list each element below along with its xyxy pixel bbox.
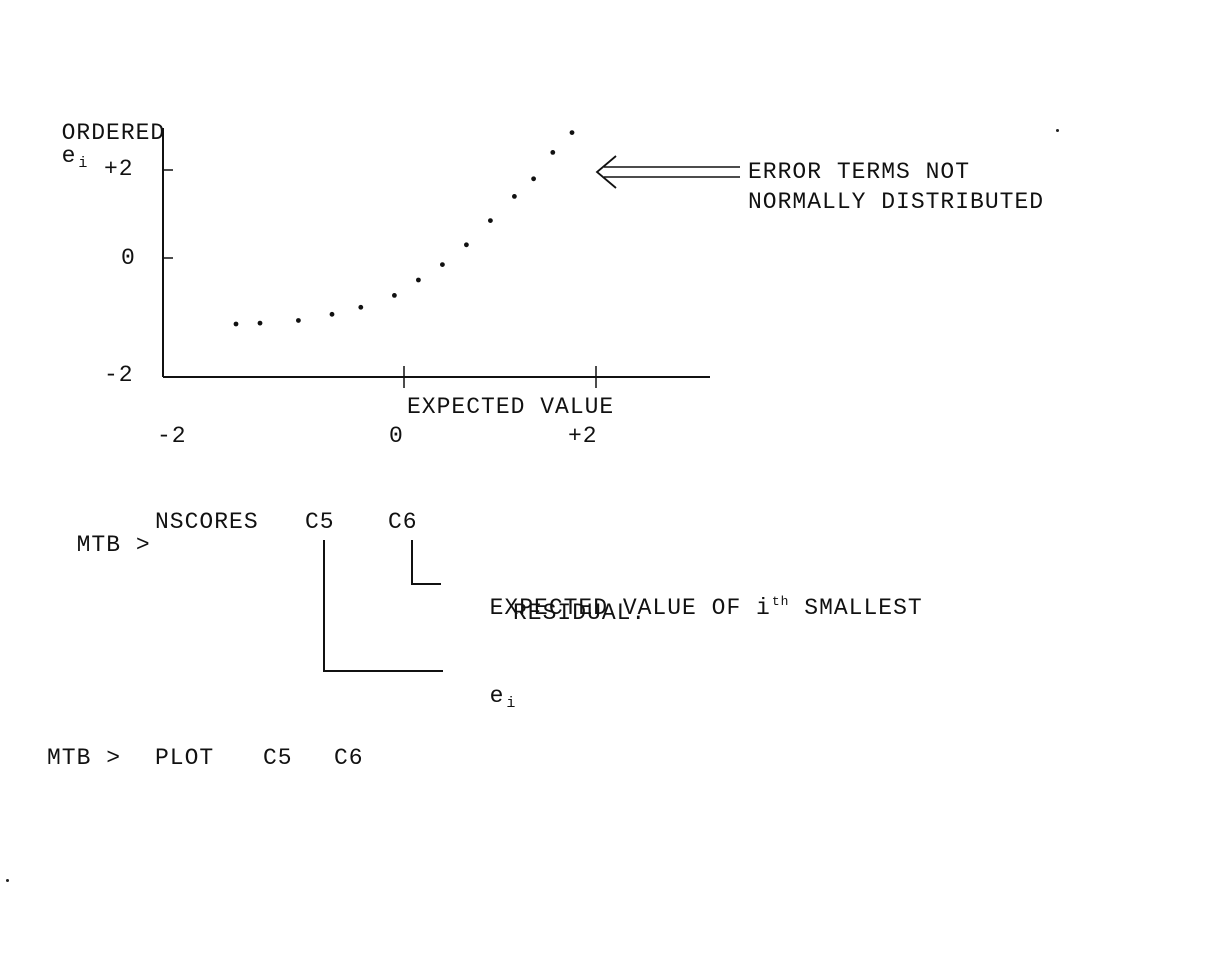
y-tick-label-top: +2 <box>104 156 134 182</box>
y-tick-label-mid: 0 <box>121 245 136 271</box>
data-point <box>464 242 469 248</box>
data-point <box>488 218 493 224</box>
y-axis-label-subscript: i <box>78 155 89 172</box>
scan-speck <box>6 879 9 882</box>
c6-note-post: SMALLEST <box>789 595 923 621</box>
x-tick-label-left: -2 <box>157 423 187 449</box>
nscores-arg-c6: C6 <box>388 509 418 535</box>
annotation-line-2: NORMALLY DISTRIBUTED <box>748 189 1045 215</box>
data-point <box>392 293 397 298</box>
annotation-line-1: ERROR TERMS NOT <box>748 159 971 185</box>
arrow-head <box>595 155 617 189</box>
c6-bracket-horizontal <box>411 583 441 585</box>
annotation-arrow <box>595 155 740 189</box>
c6-bracket-vertical <box>411 540 413 585</box>
data-point <box>569 130 575 136</box>
c5-bracket-horizontal <box>323 670 443 672</box>
x-tick-label-mid: 0 <box>389 423 404 449</box>
c5-note-subscript: i <box>506 695 517 712</box>
data-point <box>358 304 364 310</box>
c6-explanation-line-1: EXPECTED VALUE OF ith SMALLEST <box>460 572 923 620</box>
data-point <box>531 176 536 182</box>
x-axis-label: EXPECTED VALUE <box>407 394 615 420</box>
plot-command: PLOT <box>155 745 215 771</box>
plot-arg-c5: C5 <box>263 745 293 771</box>
plot-prompt: MTB > <box>47 745 122 771</box>
nscores-arg-c5: C5 <box>305 509 335 535</box>
data-point <box>257 320 263 326</box>
nscores-command-line: MTB > <box>47 511 151 557</box>
x-tick-label-right: +2 <box>568 423 598 449</box>
nscores-prompt: MTB > <box>76 532 151 558</box>
y-axis-label-text: ORDERED <box>61 120 166 146</box>
data-point <box>329 311 335 317</box>
c5-note-var: e <box>489 683 505 709</box>
c6-note-superscript: th <box>771 594 790 609</box>
c6-explanation-line-2: RESIDUAL. <box>513 600 647 626</box>
nscores-command: NSCORES <box>155 509 259 535</box>
c5-bracket-vertical <box>323 540 325 672</box>
data-point <box>296 318 301 323</box>
data-point <box>233 321 239 327</box>
plot-arg-c6: C6 <box>334 745 364 771</box>
data-point <box>512 194 517 199</box>
y-axis-label-var: e <box>61 143 77 169</box>
y-tick-label-bottom: -2 <box>104 362 134 388</box>
plot-axes <box>162 128 710 388</box>
plot-points <box>233 130 575 327</box>
scan-speck <box>1056 129 1059 132</box>
data-point <box>440 262 445 267</box>
c6-note-pre: EXPECTED VALUE OF i <box>489 595 771 621</box>
data-point <box>550 150 556 155</box>
data-point <box>416 277 421 283</box>
